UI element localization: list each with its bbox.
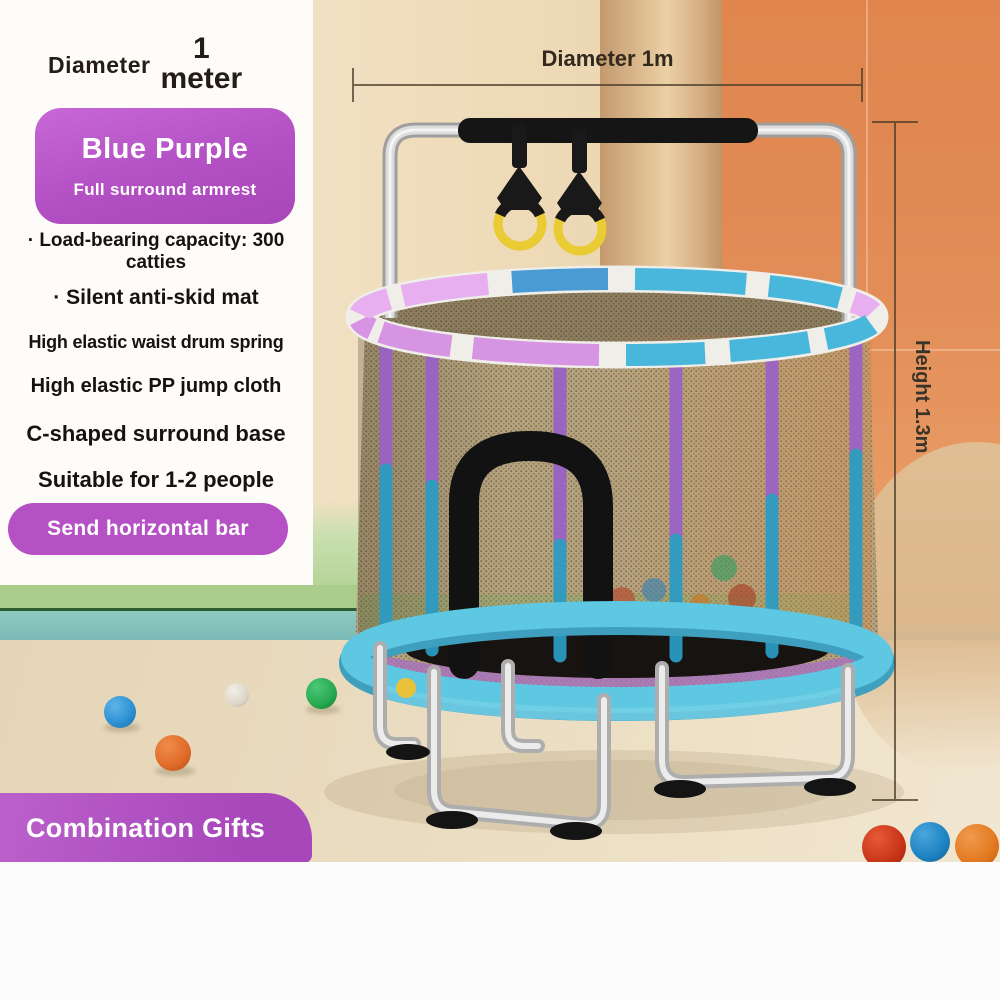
wall-seam [866, 349, 1000, 351]
height-annotation: Height 1.3m [911, 340, 933, 454]
handlebar [382, 118, 857, 322]
ball-shadow [155, 766, 195, 776]
gym-rings [493, 124, 607, 256]
suction-feet [386, 744, 856, 840]
feature-item: Suitable for 1-2 people [20, 467, 292, 492]
diameter-number: 1 [192, 32, 210, 65]
bullet-dot: · [27, 230, 35, 251]
variant-subtitle: Full surround armrest [73, 179, 257, 199]
feature-text: C-shaped surround base [26, 420, 286, 446]
combination-gifts-banner: Combination Gifts [0, 793, 312, 863]
gift-row: Mini Basketball Basketball Hoop [0, 862, 1000, 1000]
green-ball [306, 678, 337, 709]
foam-grip [458, 118, 758, 143]
entrance-arch [449, 430, 613, 679]
legs [373, 641, 855, 832]
diameter-label: Diameter [48, 52, 151, 78]
white-ball [225, 683, 249, 707]
feature-item: · Load-bearing capacity: 300 catties [20, 230, 292, 273]
orange-ball [955, 824, 999, 868]
feature-text: Silent anti-skid mat [66, 286, 259, 310]
diameter-headline: Diameter 1 meter [48, 34, 242, 94]
info-panel: Diameter 1 meter Blue Purple Full surrou… [0, 0, 313, 585]
gift-pill: Send horizontal bar [8, 503, 288, 555]
diameter-value: 1 meter [160, 34, 242, 94]
orange-ball [155, 735, 191, 771]
blue-ball [104, 696, 136, 728]
blue-ball [910, 822, 950, 862]
ball-shadow [306, 705, 340, 714]
feature-text: High elastic PP jump cloth [30, 374, 282, 397]
feature-item: High elastic PP jump cloth [20, 375, 292, 398]
red-ball [862, 825, 906, 869]
feature-list: · Load-bearing capacity: 300 catties · S… [20, 230, 292, 492]
diameter-annotation: Diameter 1m [541, 46, 674, 71]
ocean-balls-inside [609, 555, 756, 614]
variant-badge: Blue Purple Full surround armrest [35, 108, 295, 224]
feature-text: High elastic waist drum spring [28, 332, 284, 353]
top-ring-pad [345, 265, 889, 369]
measurement-lines [352, 68, 918, 801]
feature-item: C-shaped surround base [20, 421, 292, 446]
bullet-dot: · [53, 286, 61, 310]
yellow-ball [396, 678, 416, 698]
diameter-unit: meter [160, 62, 243, 95]
wall-seam [866, 0, 868, 350]
feature-item: High elastic waist drum spring [20, 332, 292, 353]
variant-title: Blue Purple [81, 132, 249, 165]
feature-text: Load-bearing capacity: 300 catties [39, 230, 285, 273]
feature-text: Suitable for 1-2 people [38, 466, 274, 492]
feature-item: · Silent anti-skid mat [20, 286, 292, 310]
